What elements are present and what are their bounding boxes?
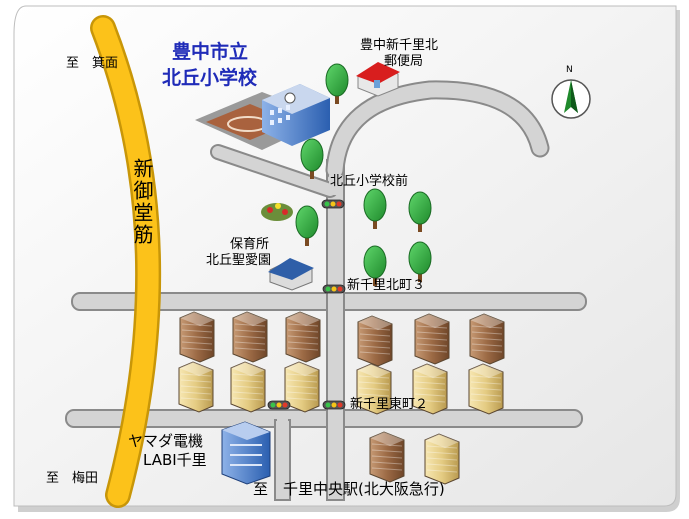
school-name-line1: 豊中市立 — [172, 41, 249, 63]
nursery-name-line2: 北丘聖愛園 — [206, 253, 272, 268]
road-vertical-main — [326, 159, 345, 501]
traffic-light-icon — [267, 400, 291, 410]
nursery-building-icon — [268, 258, 314, 291]
road-horizontal-south — [65, 409, 583, 428]
labi-building-icon — [221, 421, 271, 485]
school-name-line2: 北丘小学校 — [162, 67, 258, 89]
store-name-line2: LABI千里 — [143, 451, 207, 469]
post-office-icon — [356, 62, 400, 97]
trees — [295, 63, 432, 286]
tree-icon — [408, 191, 432, 232]
post-office-name-line1: 豊中新千里北 — [360, 38, 439, 53]
intersection-shinsenri-kitamachi3: 新千里北町３ — [347, 278, 426, 293]
tree-icon — [363, 245, 387, 286]
direction-minoh: 至 箕面 — [66, 56, 119, 71]
apartment-blocks — [178, 311, 505, 485]
highway-shin-midosuji — [90, 15, 162, 508]
tree-icon — [325, 63, 349, 104]
tree-icon — [408, 241, 432, 282]
highway-label: 新御堂筋 — [130, 158, 154, 246]
apartment-block-icon — [357, 315, 393, 367]
intersection-kitaoka-school-mae: 北丘小学校前 — [330, 174, 409, 189]
apartment-block-icon — [469, 313, 505, 365]
traffic-light-icon — [322, 400, 346, 410]
apartment-block-icon — [412, 363, 448, 415]
apartment-block-icon — [232, 311, 268, 363]
apartment-block-icon — [179, 311, 215, 363]
tree-icon — [295, 205, 319, 246]
apartment-block-icon — [468, 363, 504, 415]
apartment-block-icon — [285, 311, 321, 363]
traffic-light-icon — [321, 199, 345, 209]
post-office-name-line2: 郵便局 — [384, 54, 424, 69]
apartment-block-icon — [414, 313, 450, 365]
tree-icon — [300, 138, 324, 179]
traffic-light-icon — [322, 284, 346, 294]
apartment-block-icon — [369, 431, 405, 483]
compass-icon — [551, 79, 591, 119]
apartment-block-icon — [284, 361, 320, 413]
flower-bed-icon — [261, 203, 293, 221]
store-name-line1: ヤマダ電機 — [128, 432, 204, 450]
direction-umeda: 至 梅田 — [46, 471, 99, 486]
school-building-icon — [195, 84, 330, 150]
apartment-block-icon — [230, 361, 266, 413]
traffic-signals — [267, 199, 346, 410]
apartment-block-icon — [424, 433, 460, 485]
direction-senri-chuo: 至 千里中央駅(北大阪急行) — [253, 480, 445, 498]
apartment-block-icon — [356, 363, 392, 415]
road-network — [65, 80, 587, 501]
nursery-name-line1: 保育所 — [230, 237, 270, 252]
tree-icon — [363, 188, 387, 229]
apartment-block-icon — [178, 361, 214, 413]
compass-north-label: N — [566, 65, 573, 75]
intersection-shinsenri-higashimachi2: 新千里東町２ — [350, 397, 429, 412]
